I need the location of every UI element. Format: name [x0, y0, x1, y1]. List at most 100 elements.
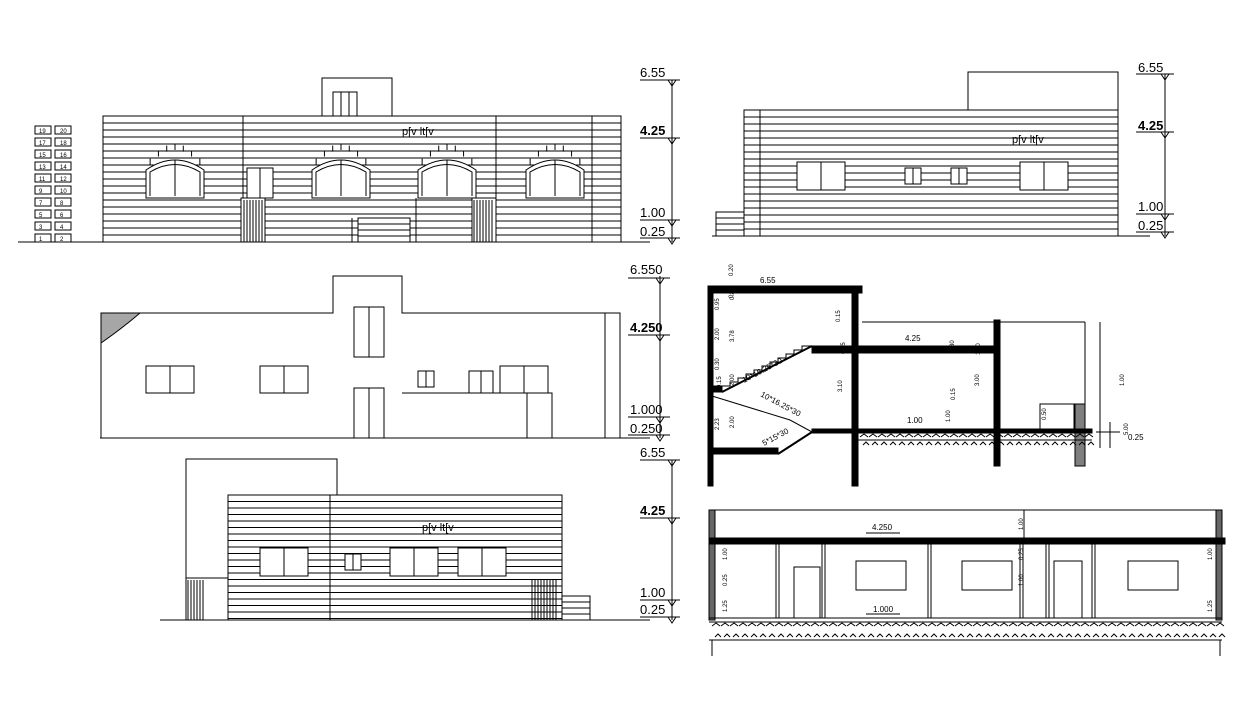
gravel-mark — [880, 441, 888, 446]
gravel-mark — [741, 633, 749, 638]
gravel-mark — [981, 622, 991, 627]
gravel-mark — [774, 622, 784, 627]
section-b: 4.250 1.000 1.000.251.251.000.251.001.25… — [708, 509, 1226, 656]
gravel-mark — [873, 622, 883, 627]
gravel-mark — [1066, 433, 1076, 438]
gravel-mark — [837, 622, 847, 627]
gravel-mark — [768, 633, 776, 638]
gravel-mark — [1024, 441, 1032, 446]
gravel-mark — [1069, 441, 1077, 446]
arched-windows — [145, 144, 585, 199]
column — [1091, 543, 1096, 619]
gravel-mark — [1215, 622, 1225, 627]
gravel-mark — [858, 633, 866, 638]
section-a: 10*16.25*30 10*16.25*30 5*15*30 6.55 4.2… — [707, 264, 1144, 487]
gravel-mark — [993, 633, 1001, 638]
level-floor: 1.000 — [630, 402, 663, 417]
gravel-mark — [1143, 622, 1153, 627]
level-top: 6.55 — [640, 445, 665, 460]
gravel-mark — [1030, 433, 1040, 438]
gravel-mark — [855, 622, 865, 627]
gravel-mark — [921, 633, 929, 638]
gravel-mark — [714, 633, 722, 638]
dimension-label: 0.15 — [841, 342, 847, 354]
step-number: 6 — [60, 213, 64, 219]
step-number: 18 — [60, 141, 67, 147]
gravel-mark — [1003, 433, 1013, 438]
dimension-label: 1.00 — [1019, 574, 1025, 586]
gravel-mark — [867, 633, 875, 638]
gravel-mark — [783, 622, 793, 627]
gravel-mark — [1107, 622, 1117, 627]
stair-step — [34, 221, 52, 231]
step-number: 15 — [39, 153, 46, 159]
dimension-label: 2.00 — [730, 416, 736, 428]
stair-step — [54, 161, 72, 171]
gravel-mark — [1078, 441, 1086, 446]
gravel-mark — [1012, 433, 1022, 438]
rear-elevation — [100, 275, 650, 439]
gravel-mark — [1015, 441, 1023, 446]
gravel-mark — [891, 622, 901, 627]
gravel-mark — [801, 622, 811, 627]
gravel-mark — [819, 622, 829, 627]
gravel-mark — [934, 441, 942, 446]
dimension-label: 1.00 — [1019, 518, 1025, 530]
gravel-mark — [822, 633, 830, 638]
gravel-mark — [1035, 622, 1045, 627]
gravel-mark — [1051, 441, 1059, 446]
level-ground: 0.25 — [1128, 433, 1144, 442]
dimension-label: 0.50 — [1042, 408, 1048, 420]
gravel-mark — [963, 622, 973, 627]
step-number: 14 — [60, 165, 67, 171]
dimension-label: 0.95 — [715, 298, 721, 310]
gravel-mark — [1017, 622, 1027, 627]
dimension-label: 1.00 — [723, 548, 729, 560]
gravel-mark — [916, 441, 924, 446]
gravel-mark — [1053, 622, 1063, 627]
stair-label-2: 10*16.25*30 — [759, 390, 803, 419]
ground-hatch — [859, 433, 1095, 446]
gravel-mark — [1125, 622, 1135, 627]
level-floor: 1.00 — [640, 205, 665, 220]
gravel-mark — [1002, 633, 1010, 638]
gravel-mark — [859, 433, 869, 438]
step-number: 5 — [39, 213, 43, 219]
step-number: 3 — [39, 225, 43, 231]
gravel-mark — [1191, 633, 1199, 638]
stair-step — [54, 197, 72, 207]
gravel-mark — [804, 633, 812, 638]
siding-lines — [744, 116, 1118, 230]
gravel-mark — [840, 633, 848, 638]
gravel-mark — [831, 633, 839, 638]
dimension-label: 2.23 — [715, 418, 721, 430]
gravel-mark — [877, 433, 887, 438]
level-roof: 4.25 — [640, 123, 665, 138]
stair-step — [34, 173, 52, 183]
gravel-mark — [747, 622, 757, 627]
gravel-mark — [1152, 622, 1162, 627]
gravel-mark — [1155, 633, 1163, 638]
gravel-mark — [1056, 633, 1064, 638]
dimension-label: 0.15 — [729, 286, 735, 298]
level-roof: 4.250 — [630, 320, 663, 335]
gravel-mark — [925, 441, 933, 446]
stair-step — [54, 221, 72, 231]
left-elevation: p[v lt[v — [160, 458, 650, 621]
gravel-mark — [975, 633, 983, 638]
level-markers-2: 6.55 4.25 1.00 0.25 — [1136, 60, 1174, 239]
ground-hatch — [711, 622, 1226, 638]
columns — [775, 543, 1096, 619]
level-ground: 0.25 — [640, 602, 665, 617]
step-number: 1 — [39, 237, 43, 243]
gravel-mark — [1218, 633, 1226, 638]
step-number: 12 — [60, 177, 67, 183]
gravel-mark — [958, 433, 968, 438]
dimension-label: 0.30 — [715, 358, 721, 370]
stair-label-1: 10*16.25*30 — [741, 356, 785, 385]
stair-step — [54, 149, 72, 159]
step-number: 20 — [60, 129, 67, 135]
